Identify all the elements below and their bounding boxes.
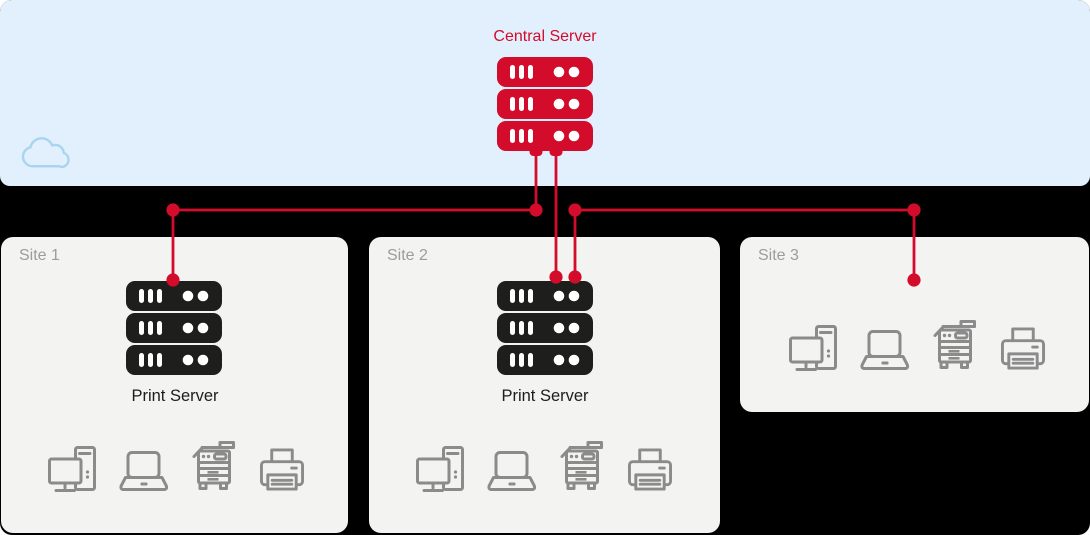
central-server-icon	[497, 57, 593, 151]
multifunction-printer-icon	[933, 320, 976, 369]
printer-icon	[259, 448, 304, 491]
laptop-icon	[487, 451, 537, 491]
multifunction-printer-icon	[192, 441, 235, 490]
central-server-label: Central Server	[493, 28, 597, 45]
site-label: Site 1	[19, 247, 60, 264]
device-row	[416, 439, 674, 493]
print-server-label: Print Server	[501, 387, 589, 405]
print-server-label: Print Server	[131, 387, 219, 405]
laptop-icon	[119, 451, 169, 491]
site-label: Site 2	[387, 247, 428, 264]
device-row	[48, 439, 306, 493]
site-3-panel: Site 3	[740, 237, 1089, 412]
print-server-icon	[497, 281, 593, 375]
multifunction-printer-icon	[560, 441, 603, 490]
printer-icon	[1000, 327, 1045, 370]
site-2-panel: Site 2 Print Server	[369, 237, 720, 533]
print-server-icon	[126, 281, 222, 375]
desktop-computer-icon	[416, 446, 464, 492]
desktop-computer-icon	[789, 325, 837, 371]
desktop-computer-icon	[48, 446, 96, 492]
site-1-panel: Site 1 Print Server	[1, 237, 348, 533]
device-row	[789, 318, 1047, 372]
printer-icon	[627, 448, 672, 491]
site-label: Site 3	[758, 247, 799, 264]
cloud-icon	[21, 137, 70, 169]
laptop-icon	[860, 330, 910, 370]
cloud-zone: Central Server	[0, 0, 1090, 186]
